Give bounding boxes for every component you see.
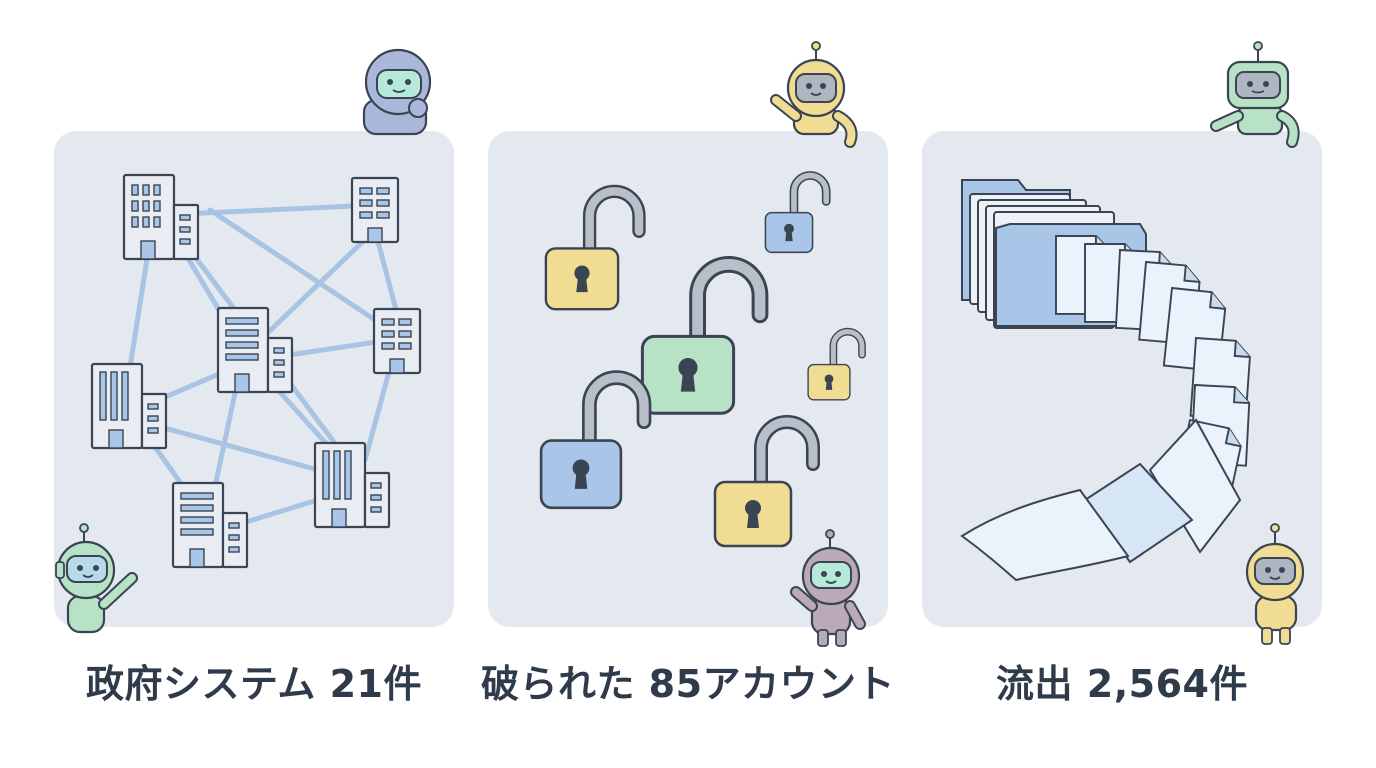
robot-waving-icon [55,523,138,634]
building-network-icon [90,173,422,569]
caption-leaked-records: 流出 2,564件 [996,661,1248,706]
robot-thinking-icon [362,48,432,136]
document-stream-icon [960,179,1252,582]
caption-breached-accounts: 破られた 85アカウント [480,661,896,706]
robot-standing-icon [790,529,866,647]
robot-yellow-icon [1245,523,1305,645]
robot-leaning-icon [1210,41,1300,148]
caption-government-systems: 政府システム 21件 [86,661,422,706]
robot-peeking-icon [770,41,858,148]
